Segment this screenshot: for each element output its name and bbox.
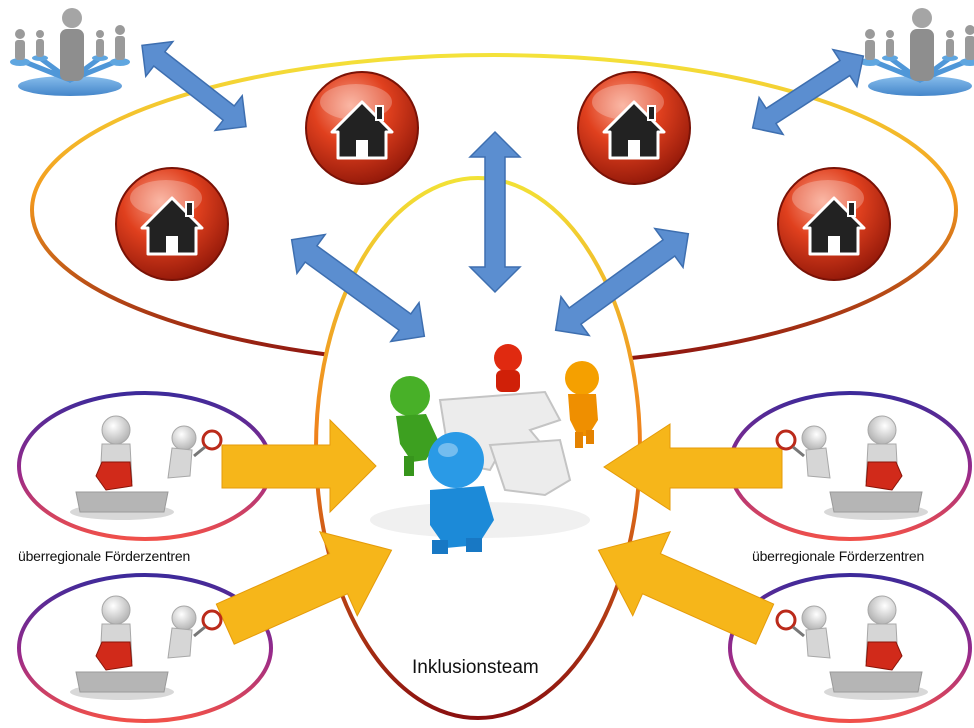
- magnifier-puzzle-icon-right-top: [775, 415, 928, 520]
- home-icon-1: [115, 167, 229, 281]
- home-icon-4: [777, 167, 891, 281]
- home-icon-3: [577, 71, 691, 185]
- people-network-icon-left: [10, 8, 130, 96]
- double-arrow-top-right: [751, 48, 865, 136]
- yellow-arrow-right-bottom: [597, 530, 775, 645]
- yellow-arrow-left-bottom: [215, 530, 393, 645]
- yellow-arrow-right-top: [603, 423, 783, 511]
- right-bottom-ring: [728, 573, 972, 723]
- double-arrow-center-left: [290, 233, 426, 343]
- magnifier-puzzle-icon-right-bottom: [775, 595, 928, 700]
- double-arrow-center-right: [554, 227, 690, 337]
- left-bottom-ring: [17, 573, 273, 723]
- left-centers-label: überregionale Förderzentren: [18, 548, 191, 564]
- puzzle-team-icon: [370, 344, 599, 554]
- magnifier-puzzle-icon-left-top: [70, 415, 223, 520]
- people-network-icon-right: [860, 8, 974, 96]
- inclusion-team-label: Inklusionsteam: [412, 657, 539, 678]
- magnifier-puzzle-icon-left-bottom: [70, 595, 223, 700]
- double-arrow-top-left: [141, 40, 247, 132]
- right-centers-label: überregionale Förderzentren: [752, 548, 925, 564]
- yellow-arrow-left-top: [221, 418, 377, 514]
- home-icon-2: [305, 71, 419, 185]
- double-arrow-vertical: [468, 130, 522, 294]
